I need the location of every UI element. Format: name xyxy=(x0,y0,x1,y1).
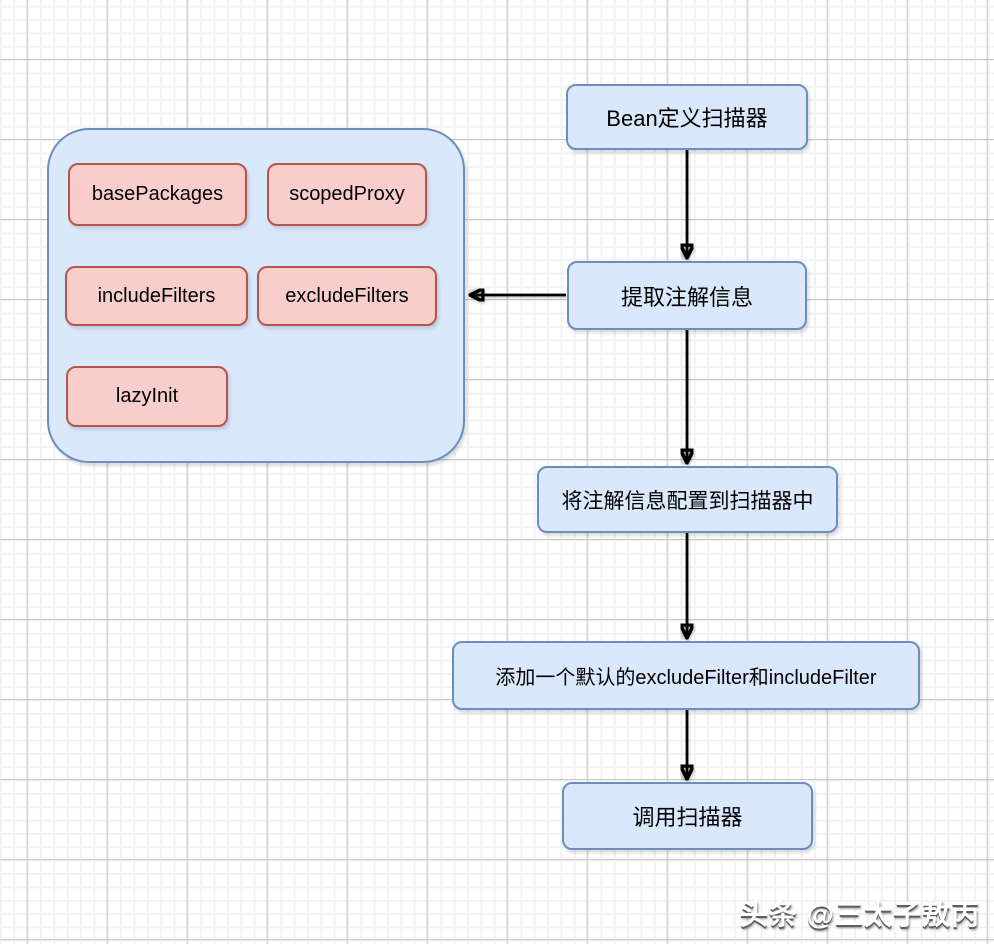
node-add-default-filters: 添加一个默认的excludeFilter和includeFilter xyxy=(452,641,920,710)
watermark: 头条 @三太子敖丙 xyxy=(739,899,980,930)
attribute-scopedProxy: scopedProxy xyxy=(267,163,427,226)
node-invoke-scanner: 调用扫描器 xyxy=(562,782,813,850)
node-bean-definition-scanner: Bean定义扫描器 xyxy=(566,84,808,150)
node-configure-annotations-to-scanner: 将注解信息配置到扫描器中 xyxy=(537,466,838,533)
attribute-lazyInit: lazyInit xyxy=(66,366,228,427)
node-extract-annotation-info: 提取注解信息 xyxy=(567,261,807,330)
attribute-includeFilters: includeFilters xyxy=(65,266,248,326)
attribute-excludeFilters: excludeFilters xyxy=(257,266,437,326)
attribute-basePackages: basePackages xyxy=(68,163,247,226)
